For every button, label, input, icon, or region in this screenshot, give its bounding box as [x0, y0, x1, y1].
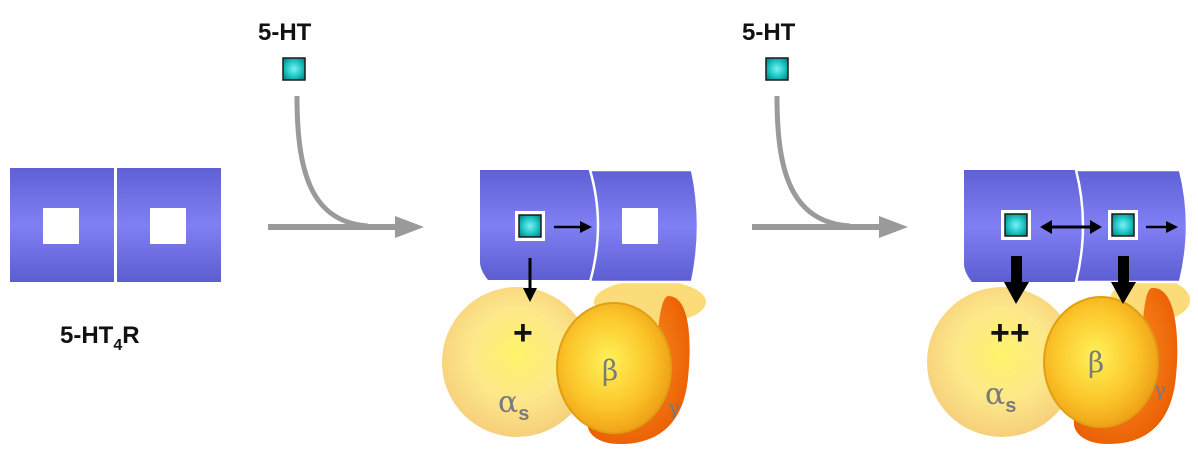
ligand-label-1: 5-HT: [258, 19, 312, 46]
receptor-label: 5-HT4R: [60, 322, 140, 354]
alpha-subunit: [927, 287, 1077, 437]
arrow-icon: [1011, 256, 1022, 284]
beta-label: β: [1088, 346, 1104, 379]
square-ligand-icon: [518, 214, 542, 238]
arrow-head-icon: [879, 216, 908, 238]
reaction-arrow-icon: [774, 95, 851, 229]
beta-label: β: [602, 354, 618, 387]
square-ligand-icon: [1111, 213, 1135, 237]
binding-pocket-empty: [150, 208, 186, 244]
gamma-subunit: [1073, 287, 1178, 444]
single-bound-complex: + αs β γ: [442, 168, 706, 444]
square-ligand-icon: [282, 57, 306, 81]
beta-subunit: [1043, 296, 1159, 428]
arrow-head-icon: [395, 216, 424, 238]
square-ligand-icon: [1004, 213, 1028, 237]
square-ligand-icon: [765, 57, 789, 81]
alpha-subunit: [442, 287, 592, 437]
binding-pocket-empty: [43, 208, 79, 244]
coupling-label: ++: [990, 314, 1030, 352]
gamma-label: γ: [668, 395, 680, 419]
beta-subunit: [556, 302, 672, 434]
alpha-label: αs: [985, 377, 1016, 417]
inactive-receptor-dimer: [10, 168, 221, 282]
double-bound-complex: ++ αs β γ: [927, 168, 1190, 444]
reaction-arrow-icon: [294, 95, 369, 229]
alpha-label: αs: [498, 385, 529, 425]
gamma-label: γ: [1154, 377, 1166, 401]
ligand-label-2: 5-HT: [742, 19, 796, 46]
arrow-icon: [1118, 256, 1129, 284]
coupling-label: +: [513, 314, 533, 352]
binding-pocket-empty: [622, 208, 658, 244]
